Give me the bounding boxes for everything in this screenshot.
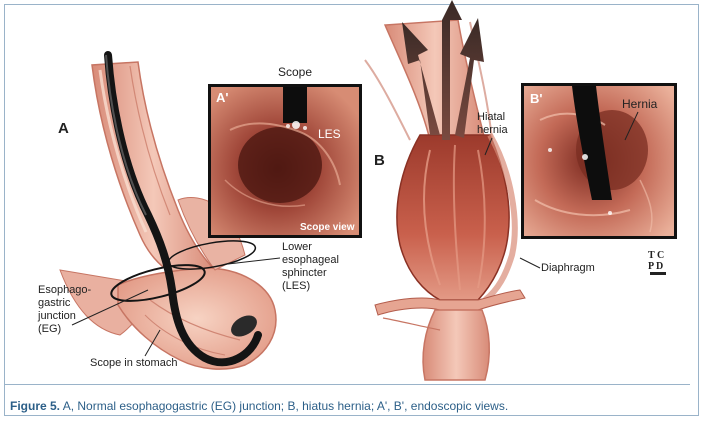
- diaphragm-leader: [520, 258, 540, 268]
- caption-text: A, Normal esophagogastric (EG) junction;…: [60, 399, 508, 413]
- panel-a-prime-inset: [208, 84, 362, 238]
- svg-text:P D: P D: [648, 261, 663, 272]
- panel-b-anatomy: [365, 0, 525, 380]
- stomach-b: [423, 310, 489, 380]
- les-line-3: sphincter: [282, 267, 327, 279]
- hernia-inset-label: Hernia: [622, 97, 658, 111]
- hernia-pouch: [397, 135, 509, 300]
- svg-text:T C: T C: [648, 250, 664, 261]
- les-line-2: esophageal: [282, 254, 339, 266]
- tcpd-logo: T C P D: [648, 250, 666, 275]
- panel-a-label: A: [58, 120, 69, 137]
- caption-figure-number: Figure 5.: [10, 399, 60, 413]
- eg-line-2: gastric: [38, 297, 71, 309]
- scope-in-stomach-label: Scope in stomach: [90, 357, 177, 369]
- illustration: A Esophago- gastric junction (EG) Scope …: [0, 0, 704, 385]
- eg-line-3: junction: [37, 310, 76, 322]
- les-label: Lower esophageal sphincter (LES): [282, 241, 342, 292]
- panel-a-prime-label: A': [216, 90, 228, 105]
- hiatal-line-1: Hiatal: [477, 111, 505, 123]
- hiatal-line-2: hernia: [477, 124, 508, 136]
- panel-b-prime-label: B': [530, 91, 542, 106]
- scope-label: Scope: [278, 65, 312, 79]
- caption-rule: [4, 384, 690, 385]
- panel-b-label: B: [374, 152, 385, 169]
- scope-view-label: Scope view: [300, 222, 355, 233]
- les-line-1: Lower: [282, 241, 312, 253]
- hiatal-hernia-label: Hiatal hernia: [477, 111, 508, 136]
- eg-line-1: Esophago-: [38, 284, 92, 296]
- figure-caption: Figure 5. A, Normal esophagogastric (EG)…: [10, 396, 694, 416]
- les-inset-label: LES: [318, 127, 341, 141]
- diaphragm-label: Diaphragm: [541, 262, 595, 274]
- les-line-4: (LES): [282, 280, 310, 292]
- eg-line-4: (EG): [38, 323, 61, 335]
